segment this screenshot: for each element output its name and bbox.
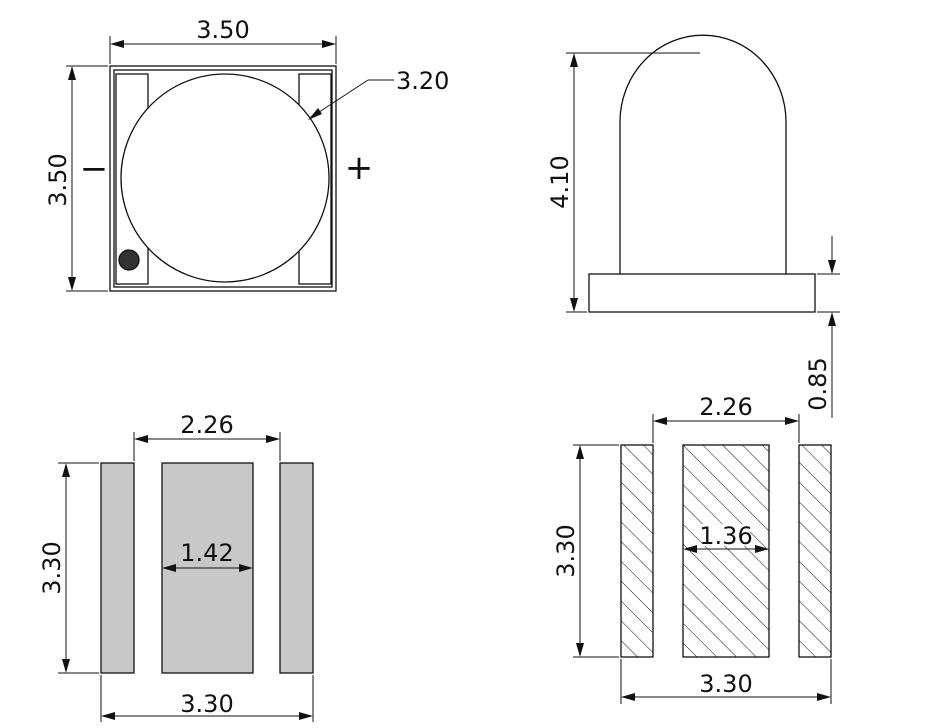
arrowhead	[299, 712, 313, 720]
arrowhead	[322, 40, 336, 48]
polarity-dot	[118, 249, 140, 271]
footprint-inner-width-label: 1.36	[699, 522, 752, 550]
arrowhead	[62, 463, 70, 477]
arrowhead	[110, 40, 124, 48]
arrowhead	[683, 545, 697, 553]
dome-outline	[619, 34, 787, 274]
arrowhead	[266, 435, 280, 443]
top-width-label: 3.50	[196, 16, 249, 44]
bottom-left-pad	[100, 462, 135, 674]
pcb-footprint-view: 2.26 1.36 3.30 3.30	[552, 393, 832, 704]
label-backdrop	[702, 524, 750, 546]
arrowhead	[134, 435, 148, 443]
bottom-center-width-label: 2.26	[180, 411, 233, 439]
anode-plus-symbol: +	[345, 148, 374, 188]
top-view-body	[109, 65, 337, 292]
footprint-total-width-label: 3.30	[699, 670, 752, 698]
footprint-left-pad	[620, 444, 654, 658]
arrowhead	[576, 445, 584, 459]
bottom-height-label: 3.30	[38, 541, 66, 594]
arrowhead	[755, 545, 769, 553]
side-height-label: 4.10	[546, 155, 574, 208]
arrowhead	[308, 108, 322, 120]
arrowhead	[570, 298, 578, 312]
base-height-label: 0.85	[804, 357, 832, 410]
arrowhead	[621, 693, 635, 701]
arrowhead	[653, 417, 667, 425]
footprint-center-pad	[682, 444, 770, 658]
arrowhead	[817, 693, 831, 701]
cathode-minus-symbol: −	[80, 149, 109, 189]
arrowhead	[570, 53, 578, 67]
base-outline	[588, 273, 816, 313]
lens-circle	[120, 73, 330, 283]
arrowhead	[828, 260, 836, 274]
arrowhead	[785, 417, 799, 425]
bottom-right-pad	[279, 462, 314, 674]
bottom-pads-view: 2.26 1.42 3.30 3.30	[38, 411, 314, 722]
arrowhead	[68, 66, 76, 80]
arrowhead	[68, 277, 76, 291]
arrowhead	[62, 659, 70, 673]
top-height-label: 3.50	[44, 153, 72, 206]
arrowhead	[239, 564, 253, 572]
top-view: 3.50 3.50 3.20 − +	[44, 16, 449, 292]
side-view: 4.10 0.85	[546, 34, 840, 418]
lens-diameter-label: 3.20	[396, 67, 449, 95]
arrowhead	[101, 712, 115, 720]
top-view-inner-outline	[113, 69, 333, 288]
footprint-center-width-label: 2.26	[699, 393, 752, 421]
bottom-total-width-label: 3.30	[180, 690, 233, 718]
footprint-height-label: 3.30	[552, 524, 580, 577]
footprint-right-pad	[798, 444, 832, 658]
arrowhead	[828, 312, 836, 326]
arrowhead	[162, 564, 176, 572]
arrowhead	[576, 643, 584, 657]
bottom-inner-width-label: 1.42	[180, 539, 233, 567]
